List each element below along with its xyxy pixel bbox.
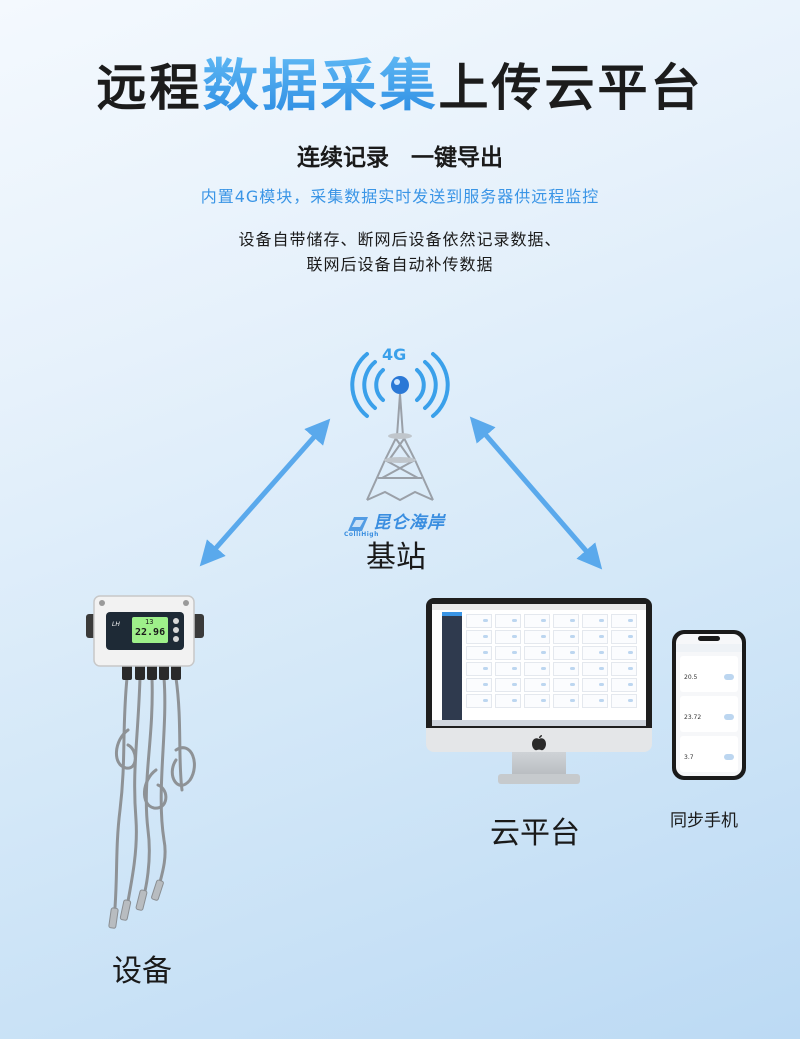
lcd-screen bbox=[132, 617, 168, 643]
dashboard-grid bbox=[466, 614, 642, 714]
monitor-foot bbox=[498, 774, 580, 784]
signal-waves-icon bbox=[350, 352, 450, 418]
dashboard-tile bbox=[466, 614, 492, 628]
phone-reading-3: 3.7 bbox=[684, 754, 694, 761]
dashboard-sidebar bbox=[442, 612, 462, 722]
dashboard-tile bbox=[582, 630, 608, 644]
phone-screen: 20.5 23.72 3.7 bbox=[676, 634, 742, 776]
cloud-icon bbox=[724, 674, 734, 680]
dashboard-tile bbox=[524, 662, 550, 676]
dashboard-tile bbox=[611, 614, 637, 628]
dashboard-tile bbox=[466, 678, 492, 692]
dashboard-tile bbox=[553, 694, 579, 708]
dashboard-tile bbox=[553, 678, 579, 692]
device-brand-icon: LH bbox=[112, 621, 120, 628]
dashboard-tile bbox=[582, 646, 608, 660]
lcd-main-value: 22.96 bbox=[135, 627, 166, 638]
dashboard-tile bbox=[495, 614, 521, 628]
monitor-stand bbox=[512, 752, 566, 776]
dashboard-tile bbox=[582, 694, 608, 708]
dashboard-tile bbox=[495, 662, 521, 676]
desc-line-1: 设备自带储存、断网后设备依然记录数据、 bbox=[238, 230, 562, 249]
dashboard-tile bbox=[495, 694, 521, 708]
dashboard-tile bbox=[495, 678, 521, 692]
dashboard-tile bbox=[495, 646, 521, 660]
dashboard-tile bbox=[466, 662, 492, 676]
dashboard-tile bbox=[553, 630, 579, 644]
dashboard-tile bbox=[524, 614, 550, 628]
dashboard-tile bbox=[524, 630, 550, 644]
dashboard-tile bbox=[611, 678, 637, 692]
smartphone: 20.5 23.72 3.7 bbox=[672, 630, 746, 780]
dashboard-tile bbox=[466, 630, 492, 644]
dashboard-tile bbox=[582, 662, 608, 676]
desc-line-2: 联网后设备自动补传数据 bbox=[306, 255, 494, 274]
dashboard-tile bbox=[611, 662, 637, 676]
platform-label: 云平台 bbox=[490, 816, 580, 851]
dashboard-tile bbox=[582, 678, 608, 692]
arrow-tower-platform bbox=[469, 416, 603, 570]
dashboard-tile bbox=[611, 694, 637, 708]
signal-4g-label: 4G bbox=[382, 345, 407, 364]
dashboard-tile bbox=[582, 614, 608, 628]
brand-watermark-sub: ColliHigh bbox=[344, 531, 379, 538]
cloud-icon bbox=[724, 714, 734, 720]
headline-part1: 远程 bbox=[96, 59, 203, 117]
dashboard-tile bbox=[553, 662, 579, 676]
tower-label: 基站 bbox=[366, 540, 426, 575]
dashboard-tile bbox=[495, 630, 521, 644]
phone-label: 同步手机 bbox=[670, 811, 738, 831]
headline: 远程数据采集上传云平台 bbox=[0, 52, 800, 123]
dashboard-tile bbox=[611, 630, 637, 644]
phone-reading-1: 20.5 bbox=[684, 674, 698, 681]
dashboard-tile bbox=[524, 678, 550, 692]
dashboard-tile bbox=[466, 694, 492, 708]
headline-accent: 数据采集 bbox=[202, 54, 439, 119]
dashboard-tile bbox=[553, 614, 579, 628]
base-station-tower bbox=[350, 352, 450, 502]
dashboard-tile bbox=[466, 646, 492, 660]
feature-line: 内置4G模块，采集数据实时发送到服务器供远程监控 bbox=[200, 187, 600, 206]
dashboard-tile bbox=[611, 646, 637, 660]
apple-logo-icon bbox=[532, 735, 546, 751]
brand-watermark: 昆仑海岸 ColliHigh bbox=[344, 508, 466, 538]
dashboard-screen bbox=[432, 604, 646, 726]
brand-logo-icon bbox=[348, 516, 368, 531]
dashboard-tile bbox=[524, 694, 550, 708]
dashboard-tile bbox=[553, 646, 579, 660]
device-label: 设备 bbox=[112, 954, 172, 989]
dashboard-tile bbox=[524, 646, 550, 660]
headline-part2: 上传云平台 bbox=[438, 59, 704, 117]
subtitle: 连续记录 一键导出 bbox=[296, 145, 503, 171]
phone-reading-2: 23.72 bbox=[684, 714, 702, 721]
data-logger-device: LH bbox=[86, 595, 204, 929]
brand-watermark-text: 昆仑海岸 bbox=[373, 513, 446, 533]
lcd-top-value: 13 bbox=[145, 618, 154, 626]
cloud-icon bbox=[724, 754, 734, 760]
arrow-tower-device bbox=[199, 418, 331, 567]
